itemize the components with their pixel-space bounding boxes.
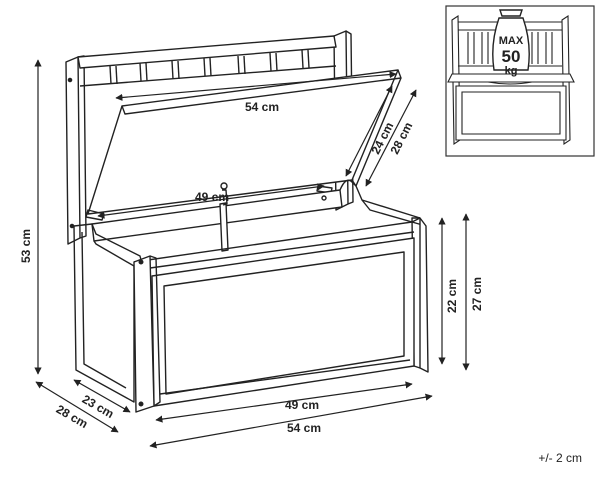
label-box-height-inner: 22 cm [445, 279, 459, 313]
open-lid [87, 69, 399, 215]
weight-icon [492, 9, 530, 71]
label-front-width: 49 cm [285, 398, 319, 412]
backrest-top-rail [77, 35, 337, 69]
capacity-thumbnail [445, 5, 595, 157]
capacity-label: MAX [499, 35, 524, 47]
tolerance-note: +/- 2 cm [538, 451, 582, 465]
label-total-width: 54 cm [287, 421, 321, 435]
dimension-lines [34, 59, 470, 449]
gas-strut [219, 202, 229, 252]
label-lid-width: 54 cm [245, 100, 279, 114]
capacity-value: 50 [502, 47, 521, 66]
label-total-height: 53 cm [19, 229, 33, 263]
front-left-post [133, 255, 155, 413]
label-inner-width: 49 cm [195, 190, 229, 204]
label-box-height-outer: 27 cm [470, 277, 484, 311]
box-front-face [151, 237, 415, 407]
capacity-unit: kg [505, 65, 518, 77]
bench-drawing [65, 30, 429, 413]
left-back-post [65, 56, 81, 245]
